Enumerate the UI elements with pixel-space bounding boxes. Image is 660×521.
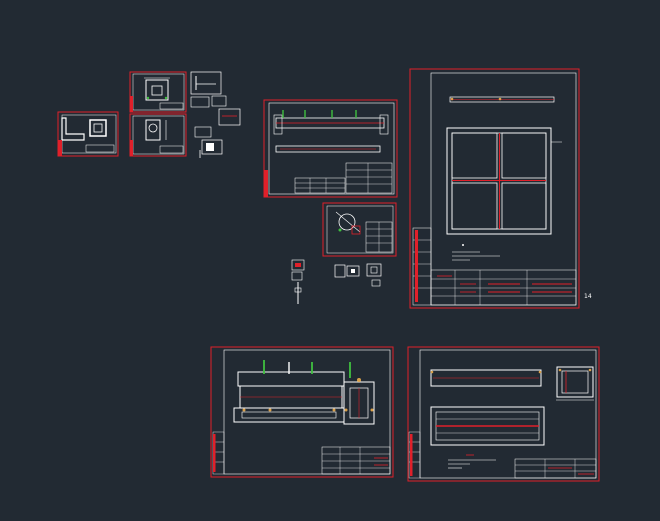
detail-cluster-a[interactable] xyxy=(190,71,241,158)
sheet-a3[interactable] xyxy=(129,113,187,157)
sheet-d1[interactable] xyxy=(210,346,394,478)
sheet-c1-mark: 14 xyxy=(584,293,592,300)
sheet-c1[interactable]: 14 xyxy=(409,68,592,309)
sheet-b1[interactable] xyxy=(263,99,398,198)
sheet-a2[interactable] xyxy=(129,71,187,113)
sheet-a1[interactable] xyxy=(57,111,119,157)
sheet-d2[interactable] xyxy=(407,346,600,482)
detail-cluster-b[interactable] xyxy=(291,259,382,304)
sheet-b2[interactable] xyxy=(322,202,397,257)
